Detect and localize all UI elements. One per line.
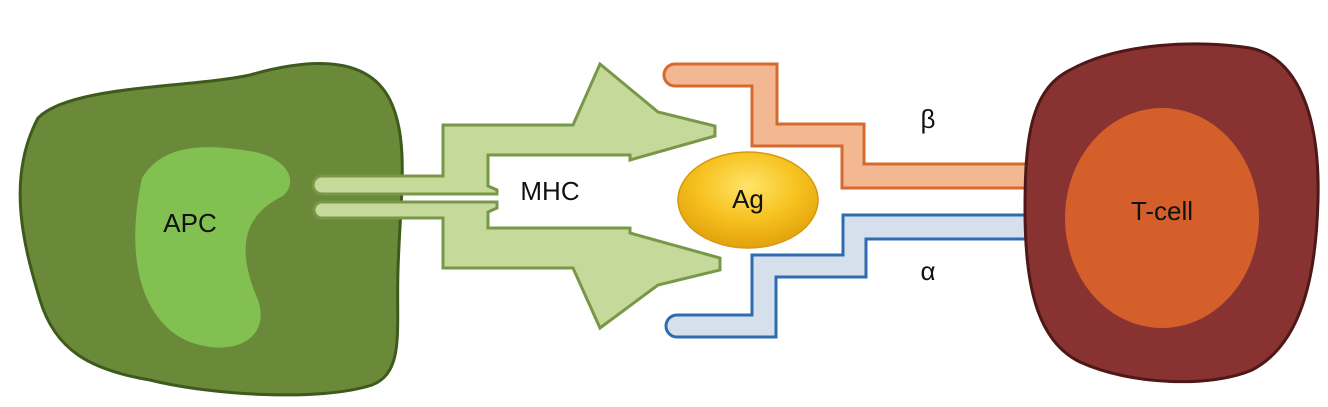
- mhc-lower-chain: [312, 200, 722, 331]
- t-cell-nucleus: [1065, 108, 1259, 328]
- alpha-chain-label: α: [920, 256, 935, 286]
- apc-nucleus: [135, 147, 291, 348]
- antigen-label: Ag: [732, 184, 764, 214]
- apc-label: APC: [163, 208, 216, 238]
- t-cell-label: T-cell: [1131, 196, 1193, 226]
- antigen: [677, 151, 819, 249]
- mhc-upper-chain: [311, 61, 717, 196]
- mhc-label: MHC: [520, 176, 579, 206]
- beta-chain-label: β: [921, 104, 936, 134]
